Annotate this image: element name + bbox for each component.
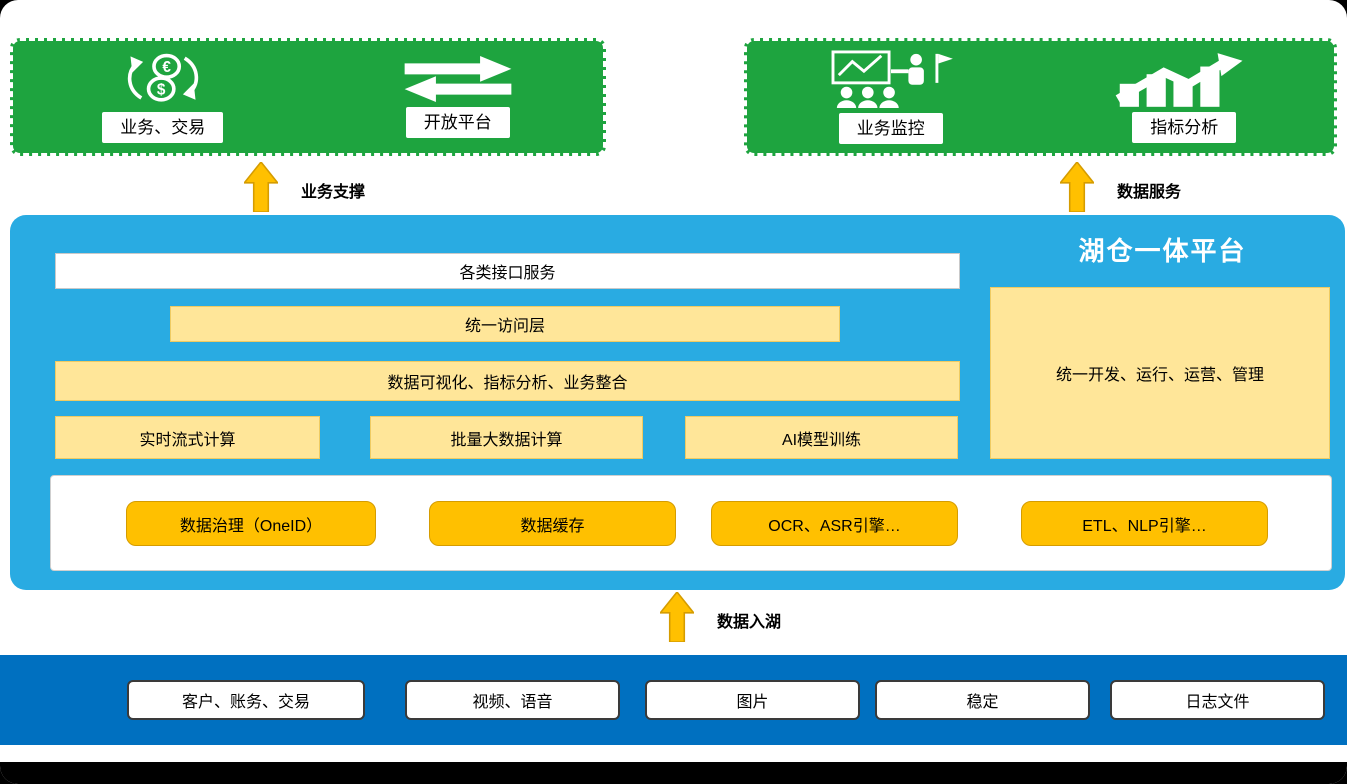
source-box-stable: 稳定 — [875, 680, 1090, 720]
open-platform-label: 开放平台 — [405, 107, 510, 138]
metric-analysis-label: 指标分析 — [1132, 112, 1237, 143]
engine-data-cache: 数据缓存 — [429, 501, 676, 546]
lakehouse-platform-panel: 湖仓一体平台 各类接口服务 统一访问层 数据可视化、指标分析、业务整合 实时流式… — [10, 215, 1345, 590]
growth-chart-icon — [1114, 51, 1254, 107]
compute-box-realtime-stream: 实时流式计算 — [55, 416, 320, 459]
business-trade-label: 业务、交易 — [102, 112, 224, 143]
source-box-images: 图片 — [645, 680, 860, 720]
exchange-arrows-icon — [402, 56, 514, 102]
engine-data-governance: 数据治理（OneID） — [126, 501, 376, 546]
data-visualization-bar: 数据可视化、指标分析、业务整合 — [55, 361, 960, 401]
source-box-customer-accounts: 客户、账务、交易 — [127, 680, 365, 720]
engine-etl-nlp: ETL、NLP引擎… — [1021, 501, 1268, 546]
platform-title: 湖仓一体平台 — [1078, 236, 1247, 266]
svg-text:€: € — [162, 59, 171, 76]
up-arrow-icon — [1058, 160, 1096, 213]
data-service-label: 数据服务 — [1103, 171, 1196, 209]
svg-text:$: $ — [157, 81, 166, 98]
item-business-trade: € $ 业务、交易 — [102, 51, 224, 143]
source-box-log-files: 日志文件 — [1110, 680, 1325, 720]
item-open-platform: 开放平台 — [402, 56, 514, 138]
footer-bar — [0, 762, 1347, 784]
unified-access-bar: 统一访问层 — [170, 306, 840, 342]
up-arrow-icon — [242, 160, 280, 213]
business-apps-group: € $ 业务、交易 开放平台 — [10, 38, 606, 156]
engines-container: 数据治理（OneID） 数据缓存 OCR、ASR引擎… ETL、NLP引擎… — [50, 475, 1332, 571]
data-into-lake-label: 数据入湖 — [703, 601, 796, 639]
unified-management-box: 统一开发、运行、运营、管理 — [990, 287, 1330, 459]
compute-box-ai-training: AI模型训练 — [685, 416, 958, 459]
monitoring-analysis-group: 业务监控 指标分析 — [744, 38, 1337, 156]
compute-box-batch-bigdata: 批量大数据计算 — [370, 416, 643, 459]
currency-exchange-icon: € $ — [117, 51, 209, 107]
up-arrow-icon — [658, 590, 696, 643]
interface-services-bar: 各类接口服务 — [55, 253, 960, 289]
engine-ocr-asr: OCR、ASR引擎… — [711, 501, 958, 546]
presentation-monitoring-icon — [827, 50, 955, 108]
item-business-monitoring: 业务监控 — [827, 50, 955, 144]
item-metric-analysis: 指标分析 — [1114, 51, 1254, 143]
source-box-video-voice: 视频、语音 — [405, 680, 620, 720]
data-sources-band: 客户、账务、交易 视频、语音 图片 稳定 日志文件 — [0, 655, 1347, 745]
business-monitoring-label: 业务监控 — [838, 113, 943, 144]
business-support-label: 业务支撑 — [287, 171, 380, 209]
